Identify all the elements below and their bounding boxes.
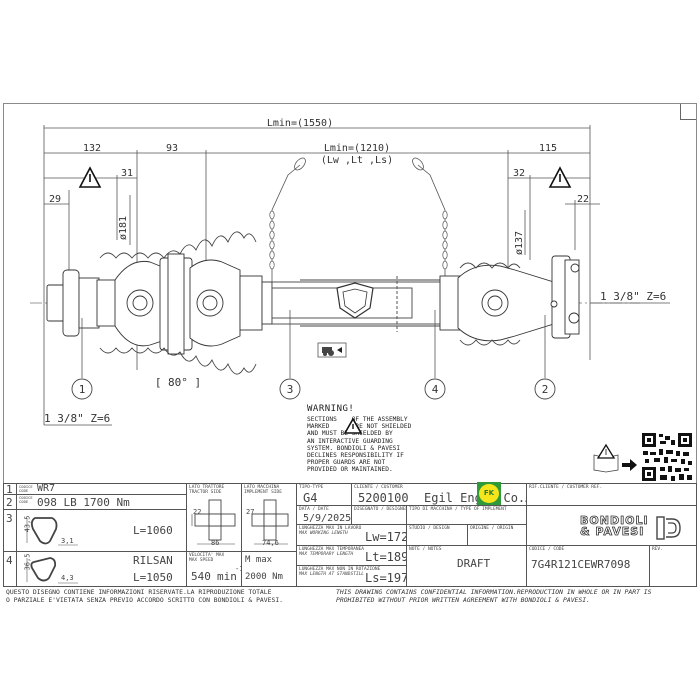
warning-triangle-icon: [78, 166, 572, 188]
svg-text:Lmin=(1210): Lmin=(1210): [324, 143, 390, 154]
balloon-4: [424, 378, 446, 400]
max-torque: M max 2000 Nm: [241, 551, 297, 587]
customer-logo-badge: FK: [477, 482, 501, 505]
svg-text:[ 80° ]: [ 80° ]: [155, 376, 201, 389]
length-temporary: LUNGHEZZA MAX TEMPORANEA MAX TEMPORARY L…: [296, 545, 407, 566]
svg-text:2: 2: [542, 383, 549, 396]
code-field: CODICE / CODE 7G4R121CEWR7098: [526, 545, 650, 587]
origin-field: ORIGINE / ORIGIN: [467, 524, 527, 546]
rev-field: REV.: [649, 545, 697, 587]
length-working: LUNGHEZZA MAX IN LAVORO MAX WORKING LENG…: [296, 524, 407, 546]
warning-title: WARNING!: [307, 404, 355, 414]
svg-text:Lmin=(1550): Lmin=(1550): [267, 118, 333, 129]
svg-text:93: 93: [166, 143, 178, 154]
warning-inline-icon: [343, 418, 363, 434]
implement-side-cross: LATO MACCHINA IMPLEMENT SIDE 27 74,6: [241, 483, 297, 552]
footer-legal-it: QUESTO DISEGNO CONTIENE INFORMAZIONI RIS…: [6, 588, 284, 604]
footer-legal-en: THIS DRAWING CONTAINS CONFIDENTIAL INFOR…: [336, 588, 652, 604]
read-manual-icon: [593, 443, 619, 473]
svg-text:115: 115: [539, 143, 557, 154]
balloon-2: [534, 378, 556, 400]
balloon-3: [279, 378, 301, 400]
study-field: STUDIO / DESIGN: [406, 524, 468, 546]
svg-text:ø181: ø181: [118, 216, 129, 240]
frame-corner-mark: [680, 104, 696, 120]
svg-text:1 3/8" Z=6: 1 3/8" Z=6: [44, 412, 110, 425]
svg-text:1 3/8" Z=6: 1 3/8" Z=6: [600, 290, 666, 303]
row-2-code: CODICE CODE 098 LB 1700 Nm: [16, 494, 187, 510]
customer-ref-field: RIF.CLIENTE / CUSTOMER REF.: [526, 483, 697, 506]
max-speed: VELOCITA' MAX MAX SPEED 540 min -1: [186, 551, 242, 587]
title-block: 1 CODICE CODE WR7 2 CODICE CODE 098 LB 1…: [3, 483, 697, 587]
designed-by-field: DISEGNATO / DESIGNED BY: [351, 505, 407, 525]
implement-type-field: TIPO DI MACCHINA / TYPE OF IMPLEMENT: [406, 505, 527, 525]
qr-code: [641, 432, 693, 482]
svg-text:1: 1: [79, 383, 86, 396]
tractor-side-cross: LATO TRATTORE TRACTOR SIDE 22 86: [186, 483, 242, 552]
svg-text:31: 31: [121, 168, 133, 179]
svg-text:(Lw ,Lt ,Ls): (Lw ,Lt ,Ls): [321, 155, 393, 166]
arrow-right-icon: [622, 459, 637, 471]
svg-text:ø137: ø137: [514, 231, 525, 255]
svg-text:132: 132: [83, 143, 101, 154]
warning-note: WARNING! SECTIONS OF THE ASSEMBLY MARKED…: [307, 404, 447, 474]
balloon-1: [71, 378, 93, 400]
driveline-drawing: 1 3 4 2 Lmin=(1550) Lmin=(1210) (Lw ,Lt …: [30, 118, 693, 482]
type-field: TIPO-TYPE G4: [296, 483, 352, 506]
bondioli-pavesi-logo: BONDIOLI & PAVESI: [580, 514, 649, 538]
notes-field: NOTE / NOTES DRAFT: [406, 545, 527, 587]
length-standstill: LUNGHEZZA MAX NON IN ROTAZIONE MAX LENGT…: [296, 565, 407, 587]
svg-text:4: 4: [432, 383, 439, 396]
svg-text:32: 32: [513, 168, 525, 179]
row-4-tube-profile: 36,5 4,3 RILSAN L=1050: [16, 551, 187, 587]
svg-text:3: 3: [287, 383, 294, 396]
tractor-sticker-icon: [317, 342, 347, 358]
svg-text:22: 22: [577, 194, 589, 205]
bp-brand-mark-icon: [656, 516, 681, 540]
svg-text:29: 29: [49, 194, 61, 205]
warning-body: SECTIONS OF THE ASSEMBLY MARKED ARE NOT …: [307, 416, 412, 474]
date-field: DATA / DATE 5/9/2025: [296, 505, 352, 525]
row-3-tube-profile: 43,5 3,1 L=1060: [16, 509, 187, 552]
